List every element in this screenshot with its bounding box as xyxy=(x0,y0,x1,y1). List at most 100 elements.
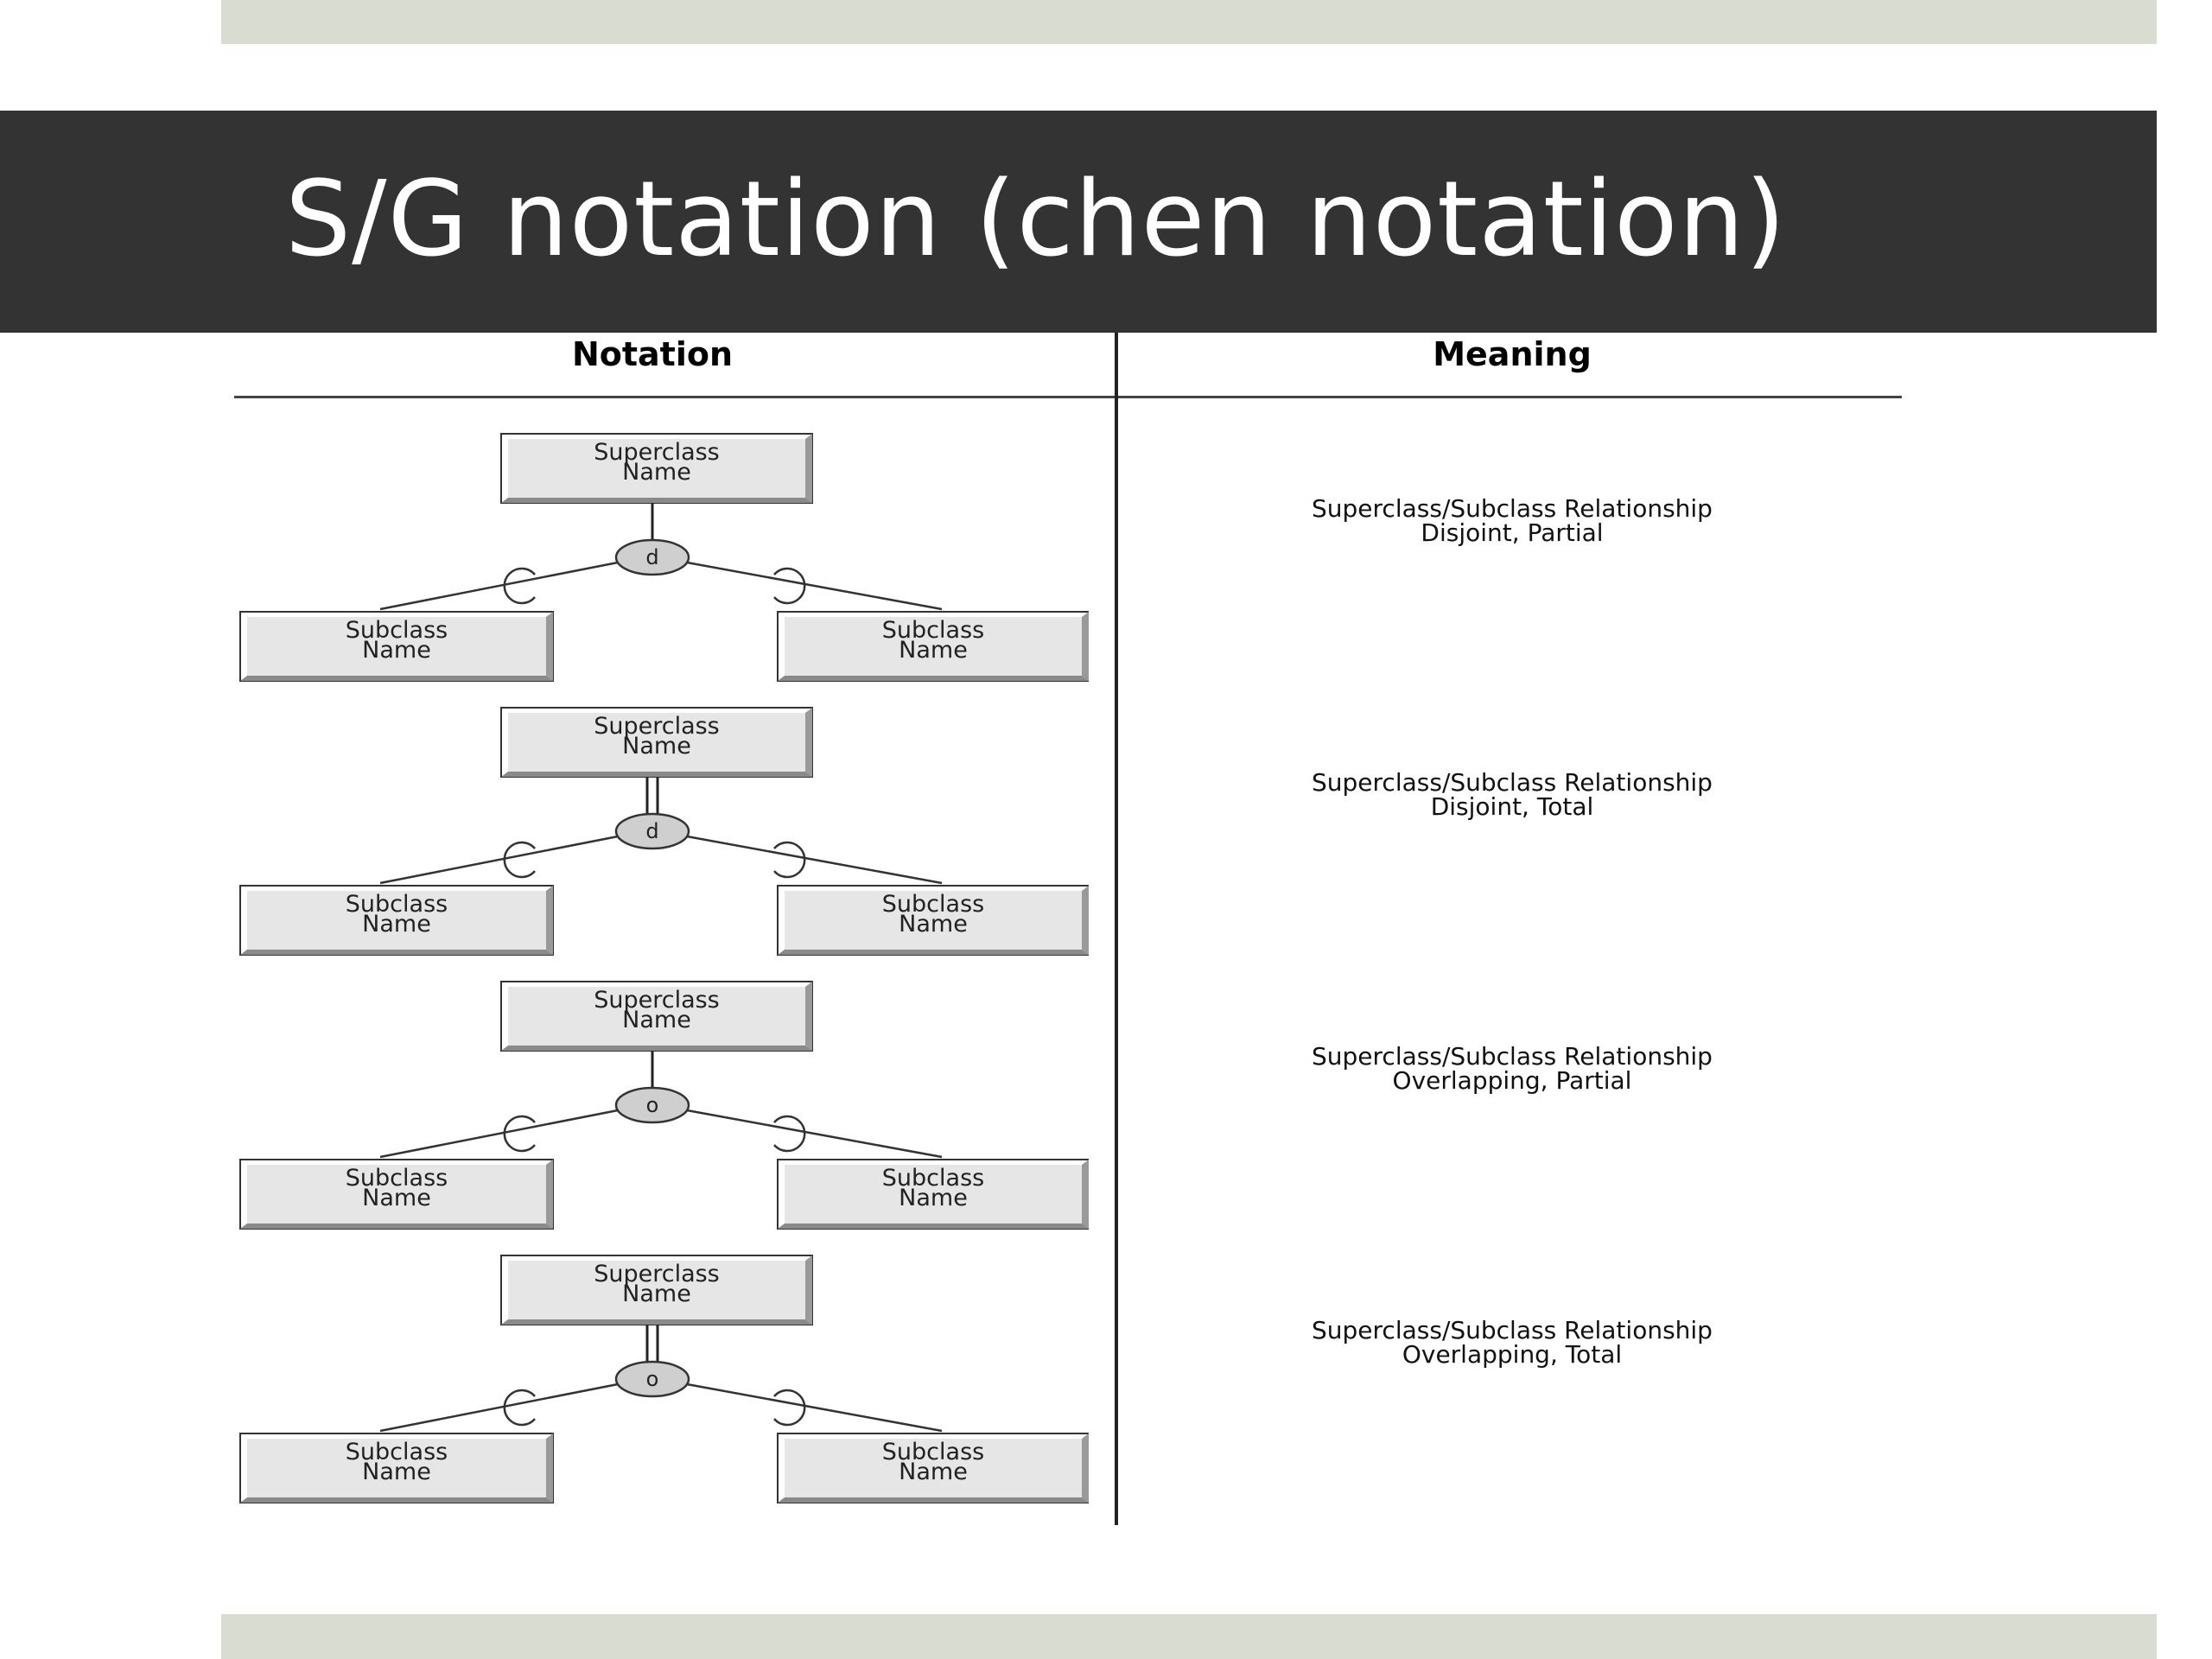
subset-symbol xyxy=(773,567,806,605)
box-label: Subclass xyxy=(882,617,984,644)
box-bevel xyxy=(805,982,812,1051)
box-face xyxy=(247,1439,546,1497)
box-bevel xyxy=(778,950,1089,955)
subset-symbol xyxy=(503,841,536,879)
meaning-line: Superclass/Subclass Relationship xyxy=(1312,1042,1713,1071)
box-face xyxy=(785,891,1082,950)
meaning-column-header: Meaning xyxy=(1433,335,1592,373)
box-bevel xyxy=(1082,1433,1089,1503)
box-face xyxy=(247,617,546,676)
box-bevel xyxy=(501,772,812,777)
box-label: Subclass xyxy=(346,891,448,918)
box-face xyxy=(508,439,805,498)
subclass-connector xyxy=(379,835,619,885)
box-face xyxy=(785,1165,1082,1224)
box-bevel xyxy=(1082,1160,1089,1229)
box-label: Superclass xyxy=(594,987,720,1014)
box-face xyxy=(508,1261,805,1319)
meaning-overlapping-total: Superclass/Subclass Relationship Overlap… xyxy=(1166,1319,1858,1367)
subclass-connector xyxy=(379,1109,619,1159)
meaning-disjoint-total: Superclass/Subclass Relationship Disjoin… xyxy=(1166,771,1858,819)
box-face xyxy=(508,713,805,772)
box-label: Name xyxy=(622,1281,691,1307)
specialization-circle xyxy=(614,812,690,850)
box-label: Subclass xyxy=(346,1165,448,1192)
box-label: Name xyxy=(362,1459,431,1485)
meaning-line: Superclass/Subclass Relationship xyxy=(1312,768,1713,797)
box-label: Subclass xyxy=(346,1439,448,1465)
box-face xyxy=(247,891,546,950)
box-label: Name xyxy=(362,911,431,938)
box-bevel xyxy=(778,676,1089,681)
meaning-line: Overlapping, Total xyxy=(1402,1340,1623,1369)
subclass-connector xyxy=(686,1109,943,1159)
subclass-connector xyxy=(686,1382,943,1433)
box-bevel xyxy=(501,1319,812,1325)
meaning-disjoint-partial: Superclass/Subclass Relationship Disjoin… xyxy=(1166,497,1858,545)
specialization-circle xyxy=(614,1086,690,1124)
subclass-connector xyxy=(686,561,943,611)
box-face xyxy=(785,1439,1082,1497)
specialization-circle xyxy=(614,538,690,576)
box-label: Name xyxy=(899,1185,968,1211)
box-bevel xyxy=(1082,612,1089,681)
subset-symbol xyxy=(773,1389,806,1427)
box-label: Name xyxy=(622,1007,691,1033)
subclass-connector xyxy=(379,1382,619,1433)
specialization-symbol: o xyxy=(646,1093,659,1117)
box-label: Name xyxy=(622,459,691,486)
box-face xyxy=(785,617,1082,676)
box-bevel xyxy=(546,612,553,681)
subset-symbol xyxy=(773,841,806,879)
bottom-accent-bar xyxy=(221,1614,2157,1659)
box-bevel xyxy=(546,1433,553,1503)
box-label: Subclass xyxy=(346,617,448,644)
subset-symbol xyxy=(773,1115,806,1153)
specialization-symbol: d xyxy=(645,819,658,843)
box-bevel xyxy=(805,434,812,503)
box-label: Name xyxy=(899,637,968,664)
box-bevel xyxy=(778,1497,1089,1503)
subset-symbol xyxy=(503,1389,536,1427)
box-bevel xyxy=(805,708,812,777)
box-bevel xyxy=(501,498,812,503)
top-accent-bar xyxy=(221,0,2157,44)
specialization-symbol: o xyxy=(646,1367,659,1391)
box-bevel xyxy=(805,1255,812,1325)
box-face xyxy=(508,987,805,1046)
box-label: Name xyxy=(362,1185,431,1211)
meaning-line: Disjoint, Total xyxy=(1430,792,1594,821)
subset-symbol xyxy=(503,567,536,605)
box-bevel xyxy=(240,1224,553,1229)
meaning-line: Superclass/Subclass Relationship xyxy=(1312,1316,1713,1344)
box-bevel xyxy=(546,1160,553,1229)
title-band xyxy=(0,111,2157,333)
box-label: Subclass xyxy=(882,1165,984,1192)
column-divider xyxy=(1115,333,1118,1525)
box-label: Name xyxy=(899,911,968,938)
subclass-connector xyxy=(686,835,943,885)
box-label: Subclass xyxy=(882,891,984,918)
box-bevel xyxy=(240,1497,553,1503)
slide-title: S/G notation (chen notation) xyxy=(285,160,1787,280)
meaning-overlapping-partial: Superclass/Subclass Relationship Overlap… xyxy=(1166,1045,1858,1093)
notation-diagram: SuperclassNamedSubclassNameSubclassNameS… xyxy=(239,433,1089,1503)
box-label: Name xyxy=(899,1459,968,1485)
box-label: Superclass xyxy=(594,439,720,466)
box-label: Name xyxy=(362,637,431,664)
box-bevel xyxy=(778,1224,1089,1229)
subclass-connector xyxy=(379,561,619,611)
